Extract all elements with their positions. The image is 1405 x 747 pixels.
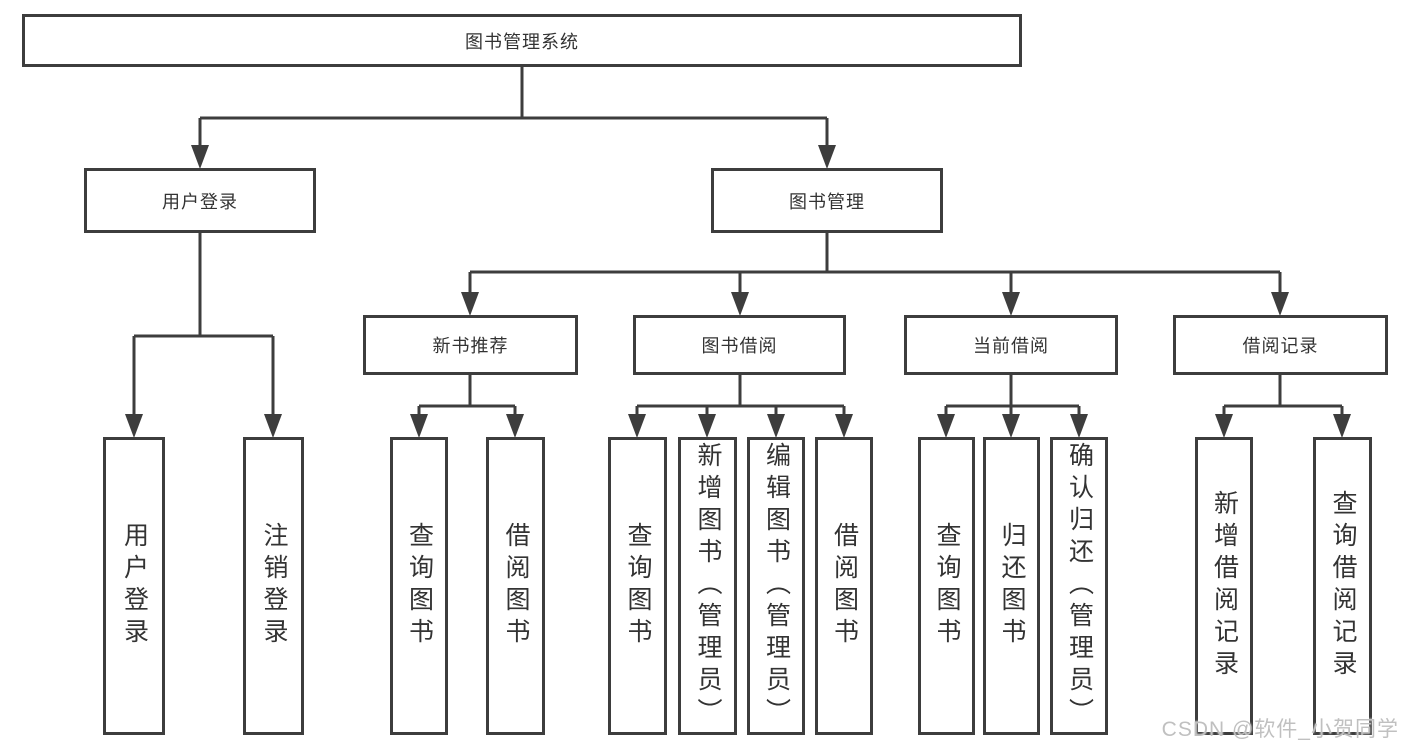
leaf-query-books-borrow-label: 查询图书	[624, 522, 652, 650]
connector-new-book-branch	[410, 375, 524, 438]
connector-borrow-records-branch	[1215, 375, 1351, 438]
leaf-confirm-return-admin: 确认归还（管理员）	[1050, 437, 1108, 735]
leaf-add-books-admin-label: 新增图书（管理员）	[694, 442, 722, 730]
node-new-book-recommend-label: 新书推荐	[432, 336, 509, 356]
node-root: 图书管理系统	[22, 14, 1022, 67]
leaf-query-borrow-record-label: 查询借阅记录	[1329, 490, 1357, 682]
leaf-logout: 注销登录	[243, 437, 304, 735]
connector-current-borrow-branch	[937, 375, 1088, 438]
node-book-management-label: 图书管理	[789, 191, 865, 212]
leaf-add-borrow-record-label: 新增借阅记录	[1210, 490, 1239, 682]
leaf-edit-books-admin: 编辑图书（管理员）	[747, 437, 805, 735]
node-user-login: 用户登录	[84, 168, 316, 233]
connector-user-login-branch	[125, 233, 282, 438]
leaf-borrow-books: 借阅图书	[815, 437, 873, 735]
leaf-borrow-books-label: 借阅图书	[830, 522, 859, 650]
node-root-label: 图书管理系统	[465, 31, 579, 52]
connector-root-to-level2	[191, 67, 836, 169]
leaf-edit-books-admin-label: 编辑图书（管理员）	[762, 442, 791, 730]
leaf-query-books-recommend: 查询图书	[390, 437, 448, 735]
node-book-borrow-label: 图书借阅	[701, 336, 778, 356]
node-current-borrow-label: 当前借阅	[973, 336, 1049, 356]
leaf-query-borrow-record: 查询借阅记录	[1313, 437, 1372, 735]
node-borrow-records-label: 借阅记录	[1242, 336, 1319, 356]
node-book-borrow: 图书借阅	[633, 315, 846, 375]
node-current-borrow: 当前借阅	[904, 315, 1118, 375]
leaf-borrow-books-recommend-label: 借阅图书	[502, 522, 530, 650]
leaf-return-books: 归还图书	[983, 437, 1040, 735]
leaf-query-books-current: 查询图书	[918, 437, 975, 735]
leaf-user-login-label: 用户登录	[120, 522, 149, 650]
node-book-management: 图书管理	[711, 168, 943, 233]
connector-book-borrow-branch	[628, 375, 853, 438]
leaf-user-login: 用户登录	[103, 437, 165, 735]
node-user-login-label: 用户登录	[162, 191, 238, 212]
leaf-return-books-label: 归还图书	[998, 522, 1026, 650]
leaf-logout-label: 注销登录	[260, 522, 288, 650]
leaf-query-books-current-label: 查询图书	[933, 522, 961, 650]
node-new-book-recommend: 新书推荐	[363, 315, 578, 375]
connector-book-management-branch	[461, 233, 1289, 316]
leaf-confirm-return-admin-label: 确认归还（管理员）	[1065, 442, 1094, 730]
watermark-text: CSDN @软件_小贺同学	[1161, 718, 1399, 741]
leaf-add-borrow-record: 新增借阅记录	[1195, 437, 1253, 735]
leaf-query-books-borrow: 查询图书	[608, 437, 667, 735]
leaf-query-books-recommend-label: 查询图书	[405, 522, 434, 650]
leaf-add-books-admin: 新增图书（管理员）	[678, 437, 737, 735]
leaf-borrow-books-recommend: 借阅图书	[486, 437, 545, 735]
node-borrow-records: 借阅记录	[1173, 315, 1388, 375]
